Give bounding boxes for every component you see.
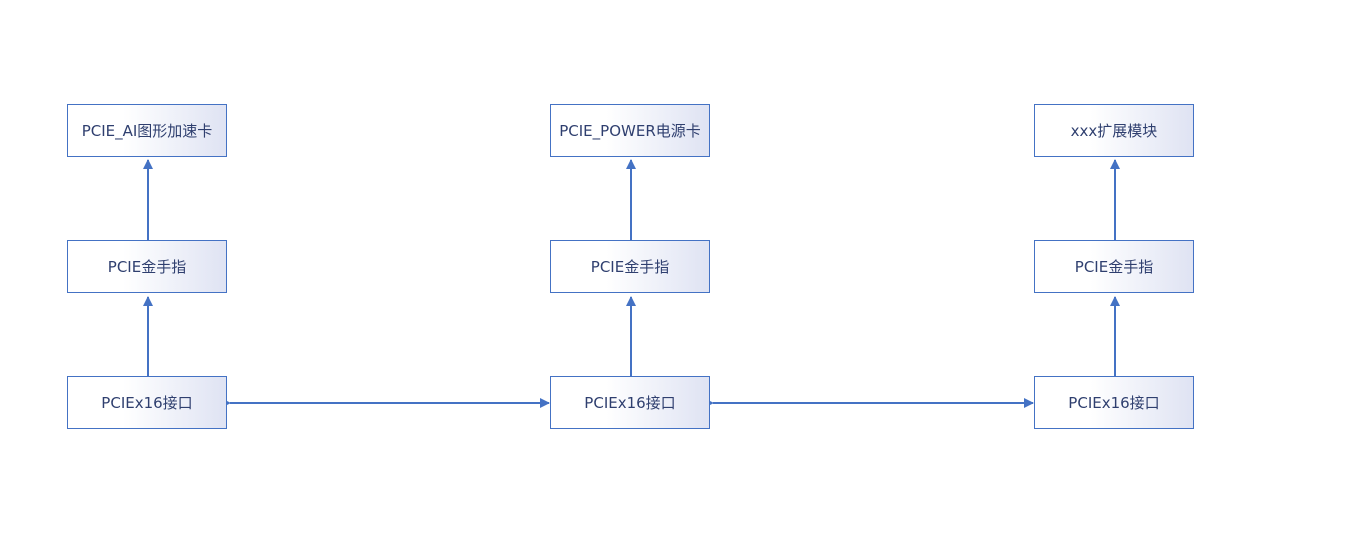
node-expansion-module: xxx扩展模块 <box>1034 104 1194 157</box>
node-power-card: PCIE_POWER电源卡 <box>550 104 710 157</box>
node-gold-finger-3: PCIE金手指 <box>1034 240 1194 293</box>
node-x16-interface-2: PCIEx16接口 <box>550 376 710 429</box>
node-gold-finger-2: PCIE金手指 <box>550 240 710 293</box>
node-x16-interface-3: PCIEx16接口 <box>1034 376 1194 429</box>
node-ai-accelerator-card: PCIE_AI图形加速卡 <box>67 104 227 157</box>
node-x16-interface-1: PCIEx16接口 <box>67 376 227 429</box>
node-gold-finger-1: PCIE金手指 <box>67 240 227 293</box>
